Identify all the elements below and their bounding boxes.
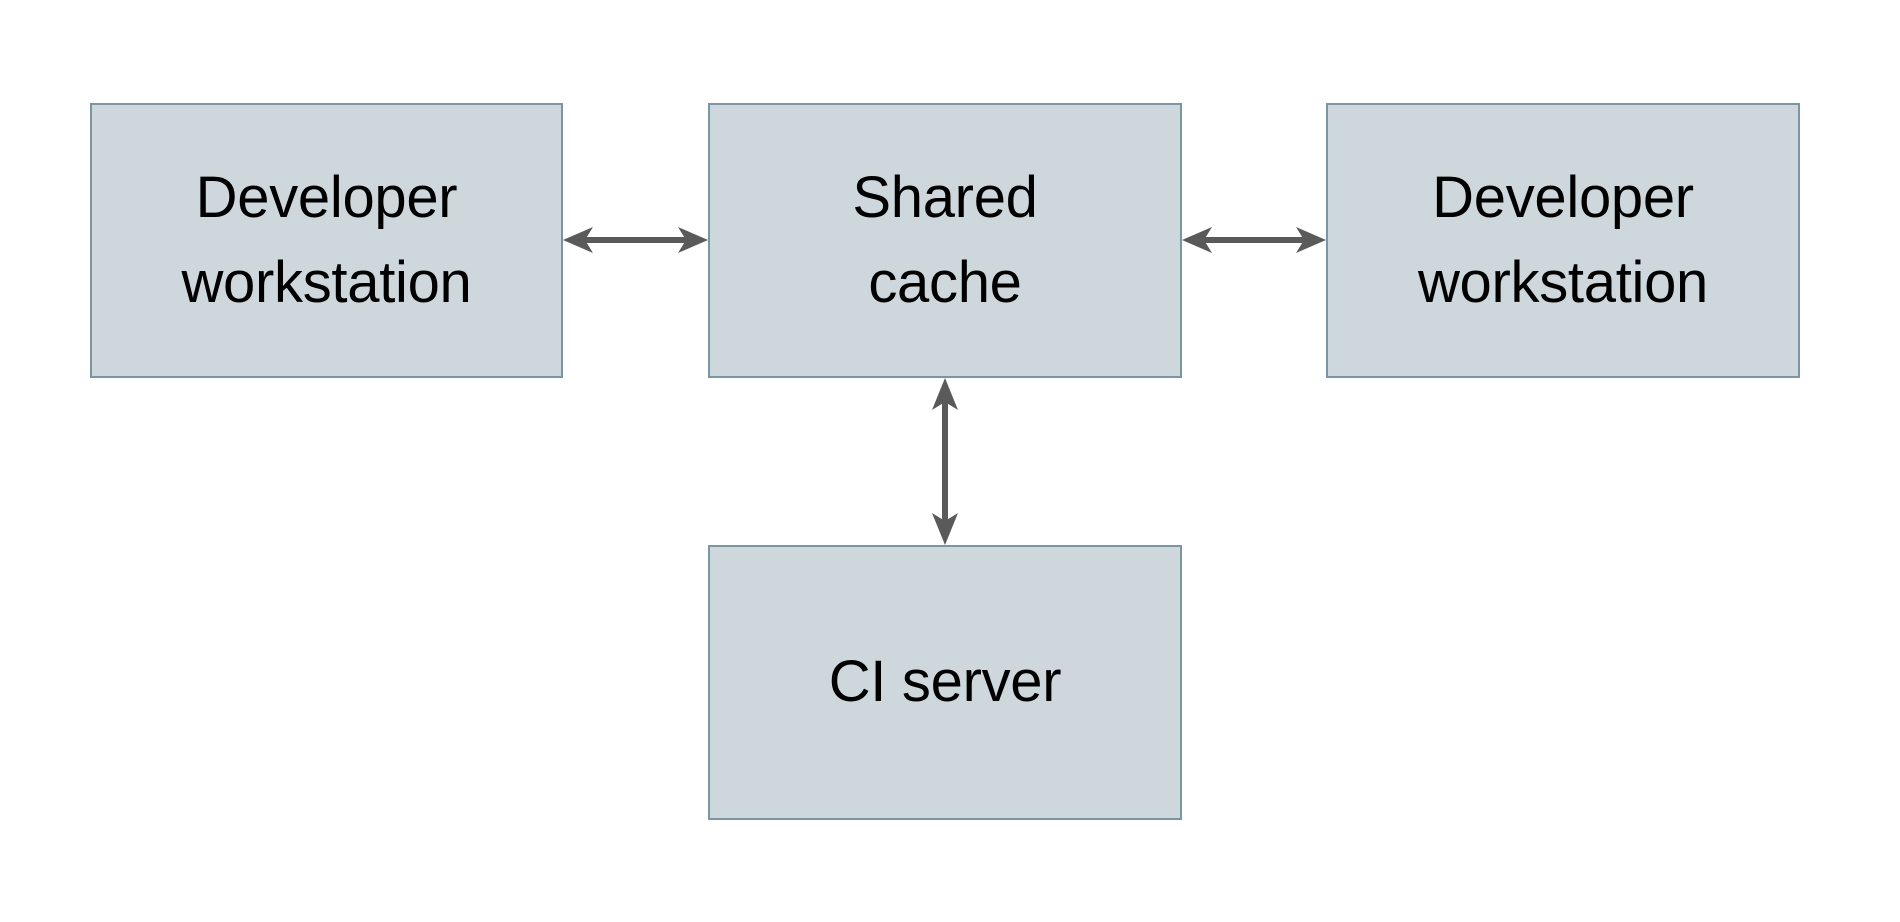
node-label: Developer workstation [1417, 165, 1709, 315]
node-ci-server[interactable]: CI server [708, 545, 1182, 820]
bidirectional-arrow-icon [1182, 227, 1326, 253]
node-label: Shared cache [852, 165, 1038, 315]
edge-left-workstation-to-shared-cache [563, 215, 708, 265]
bidirectional-arrow-icon [932, 378, 958, 545]
edge-shared-cache-to-right-workstation [1182, 215, 1326, 265]
node-label: Developer workstation [181, 165, 472, 315]
edge-shared-cache-to-ci-server [920, 378, 970, 545]
node-shared-cache[interactable]: Shared cache [708, 103, 1182, 378]
node-developer-workstation-right[interactable]: Developer workstation [1326, 103, 1800, 378]
bidirectional-arrow-icon [563, 227, 708, 253]
node-developer-workstation-left[interactable]: Developer workstation [90, 103, 563, 378]
node-label: CI server [828, 649, 1062, 715]
